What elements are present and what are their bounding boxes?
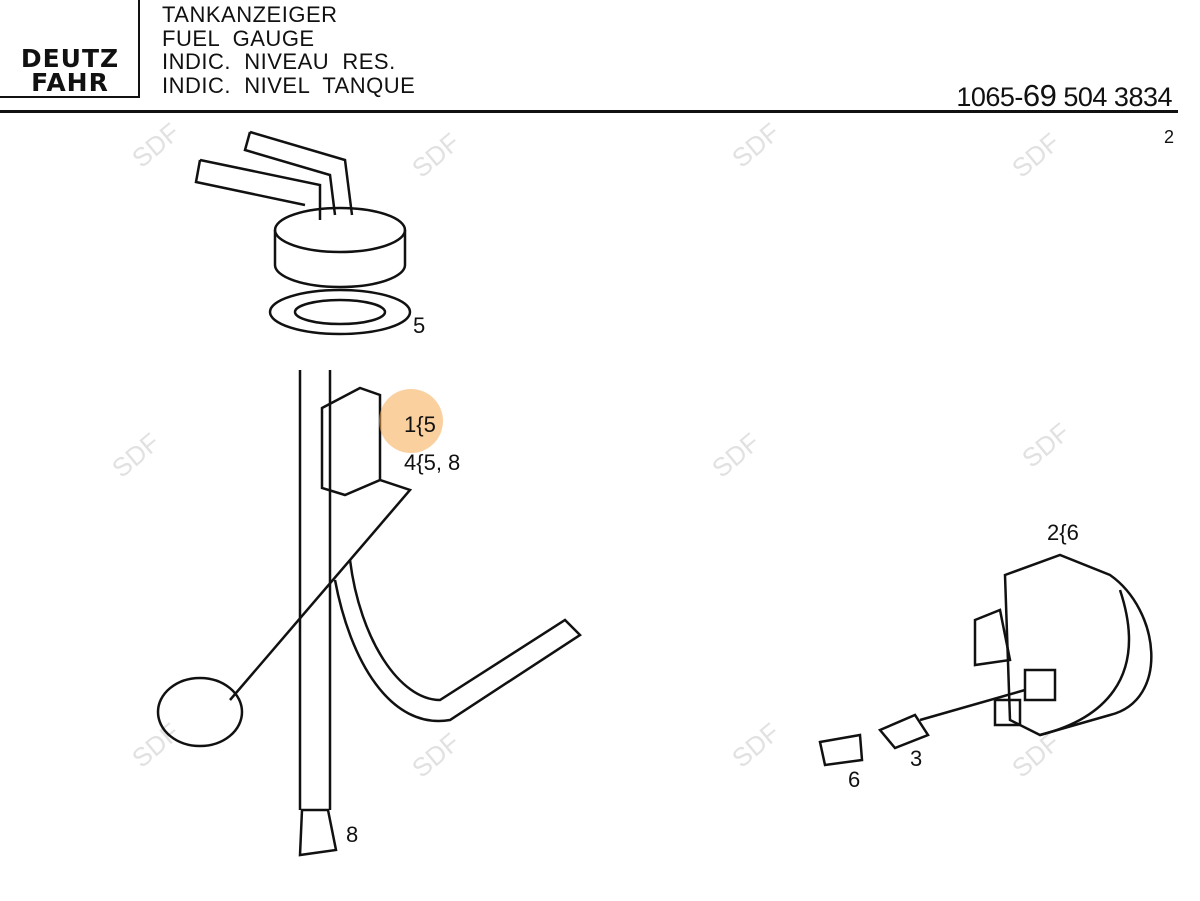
callout-6[interactable]: 6 [848,767,861,792]
callout-4[interactable]: 4{5, 8 [404,450,461,475]
part-group: 69 [1022,78,1057,113]
callout-5[interactable]: 5 [413,313,426,338]
callout-3[interactable]: 3 [910,746,923,771]
part-code: 504 3834 [1056,82,1172,112]
title-es: INDIC. NIVEL TANQUE [162,72,416,98]
title-fr: INDIC. NIVEAU RES. [162,49,396,74]
diagram-titles: TANKANZEIGER FUEL GAUGE INDIC. NIVEAU RE… [162,3,415,97]
callout-1[interactable]: 1{5 [404,412,436,437]
callout-highlight [379,389,443,453]
part-number: 1065-69 504 3834 [956,78,1172,114]
deutz-fahr-logo: DEUTZ FAHR [0,0,140,98]
page-number: 2 [1163,127,1174,147]
sender-unit [156,130,582,857]
title-en: FUEL GAUGE [162,25,315,51]
logo-line-1: DEUTZ [20,44,120,73]
gauge [818,553,1153,767]
callout-2[interactable]: 2{6 [1047,520,1079,545]
part-prefix: 1065- [956,82,1023,112]
header-rule [0,110,1178,113]
title-de: TANKANZEIGER [162,2,338,27]
logo-line-2: FAHR [31,68,109,97]
callout-8[interactable]: 8 [346,822,359,847]
